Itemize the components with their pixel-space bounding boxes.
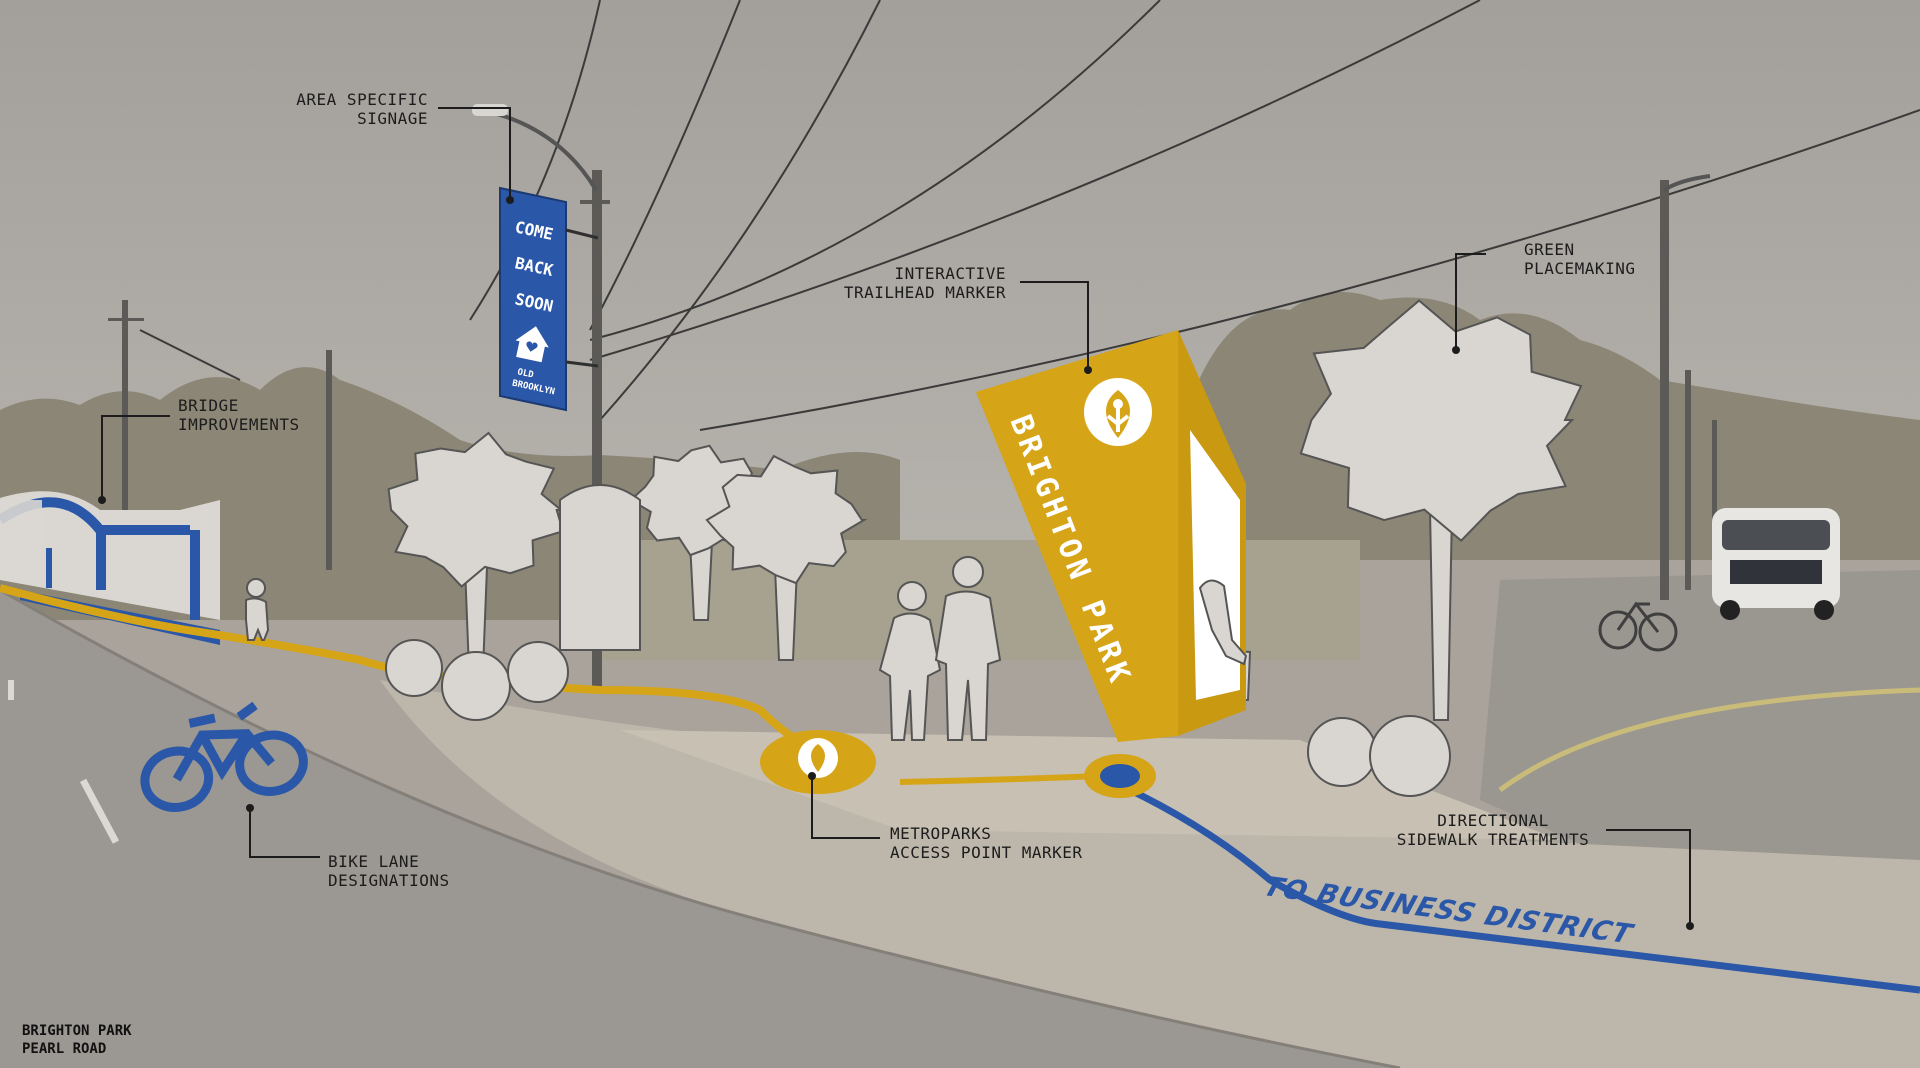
banner-brand-top: OLD — [516, 367, 535, 380]
metroparks-leaf-icon — [1084, 378, 1152, 446]
road — [0, 590, 1400, 1068]
parking-lot — [1480, 570, 1920, 870]
metroparks-access-marker — [760, 730, 876, 794]
tree-canopy — [1299, 299, 1583, 542]
callout-metroparks-line1: METROPARKS — [890, 824, 992, 843]
callout-bridge: BRIDGE IMPROVEMENTS — [178, 396, 300, 434]
callout-trailhead: INTERACTIVE TRAILHEAD MARKER — [820, 264, 1006, 302]
footer-location: BRIGHTON PARK PEARL ROAD — [22, 1022, 132, 1058]
gold-path-line-2 — [899, 773, 1101, 785]
callout-green: GREEN PLACEMAKING — [1524, 240, 1635, 278]
street-light-head — [472, 104, 508, 116]
callout-bike-lane: BIKE LANE DESIGNATIONS — [328, 852, 450, 890]
curb-line — [0, 588, 1401, 1068]
parked-van — [1712, 508, 1840, 620]
directional-node — [1084, 754, 1156, 798]
callout-metroparks-line2: ACCESS POINT MARKER — [890, 843, 1083, 862]
parking-light-arm — [1662, 174, 1711, 192]
people-silhouettes — [245, 556, 1252, 741]
callout-dots — [98, 196, 1694, 930]
street-light-arm — [489, 110, 598, 192]
parked-bicycle — [1598, 601, 1678, 652]
hedge-silhouette — [559, 484, 641, 651]
callout-leaders — [101, 107, 1691, 926]
callout-area-signage: AREA SPECIFIC SIGNAGE — [262, 90, 428, 128]
callout-directional-line1: DIRECTIONAL — [1437, 811, 1549, 830]
callout-area-signage-line1: AREA SPECIFIC — [296, 90, 428, 109]
trailhead-marker: BRIGHTON PARK — [976, 330, 1248, 742]
tree-canopy — [387, 431, 565, 588]
callout-directional-line2: SIDEWALK TREATMENTS — [1396, 830, 1590, 849]
callout-trailhead-line1: INTERACTIVE — [894, 264, 1006, 283]
lane-dashes — [8, 680, 120, 844]
callout-green-line2: PLACEMAKING — [1524, 259, 1636, 278]
callout-metroparks: METROPARKS ACCESS POINT MARKER — [890, 824, 1083, 862]
shrub-silhouettes — [385, 639, 1451, 797]
callout-bridge-line2: IMPROVEMENTS — [178, 415, 300, 434]
callout-green-line1: GREEN — [1524, 240, 1575, 259]
callout-directional: DIRECTIONAL SIDEWALK TREATMENTS — [1388, 811, 1598, 849]
callout-bridge-line1: BRIDGE — [178, 396, 239, 415]
power-lines — [139, 0, 1920, 431]
tree-canopy — [705, 454, 868, 585]
blue-direction-line — [1098, 772, 1920, 994]
utility-poles — [108, 170, 1717, 690]
footer-line2: PEARL ROAD — [22, 1041, 107, 1057]
callout-area-signage-line2: SIGNAGE — [357, 109, 428, 128]
footer-line1: BRIGHTON PARK — [22, 1023, 132, 1039]
bike-lane-icon — [140, 701, 308, 812]
area-signage-banner: COME BACK SOON OLD BROOKLYN — [499, 186, 599, 412]
callout-bike-lane-line2: DESIGNATIONS — [328, 871, 450, 890]
parking-stripe — [1498, 687, 1920, 793]
callout-trailhead-line2: TRAILHEAD MARKER — [843, 283, 1006, 302]
house-heart-icon — [515, 326, 549, 363]
tree-trunk — [1428, 509, 1454, 721]
tree-silhouettes — [387, 299, 1583, 721]
callout-bike-lane-line1: BIKE LANE — [328, 852, 420, 871]
